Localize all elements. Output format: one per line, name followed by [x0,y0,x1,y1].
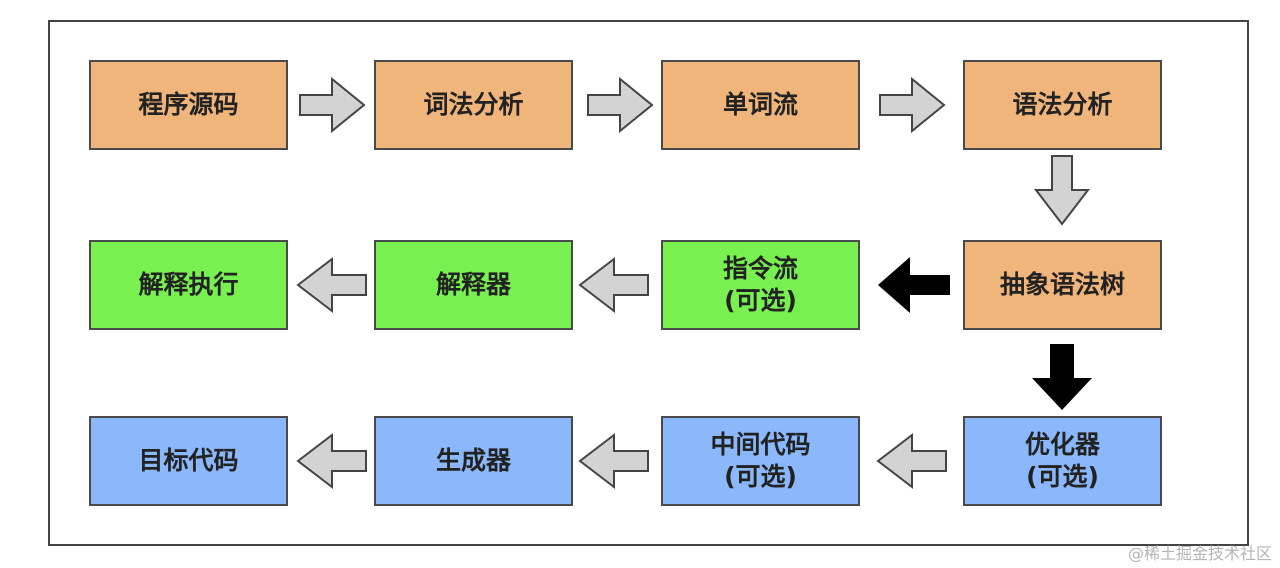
watermark: @稀土掘金技术社区 [1127,544,1272,563]
arrow-left-icon [296,255,368,315]
node-interpret-execute: 解释执行 [89,240,288,330]
node-label: 生成器 [435,445,511,475]
node-label: 目标代码 [138,445,239,475]
node-label: 单词流 [722,89,798,119]
arrow-down-black-icon [1030,342,1094,412]
node-label: 词法分析 [423,89,524,119]
arrow-left-icon [578,255,650,315]
node-lexical-analysis: 词法分析 [374,60,573,150]
arrow-left-icon [876,431,948,491]
node-syntax-analysis: 语法分析 [963,60,1162,150]
node-label: 解释执行 [138,269,239,299]
node-generator: 生成器 [374,416,573,506]
node-label: 优化器 [1024,429,1100,459]
node-sublabel: (可选) [1026,462,1099,491]
node-label: 解释器 [435,269,511,299]
node-intermediate-code: 中间代码 (可选) [661,416,860,506]
node-source-code: 程序源码 [89,60,288,150]
node-sublabel: (可选) [724,286,797,315]
node-optimizer: 优化器 (可选) [963,416,1162,506]
node-label: 程序源码 [138,89,239,119]
arrow-left-icon [578,431,650,491]
arrow-right-icon [298,75,366,135]
arrow-left-black-icon [876,255,952,315]
arrow-right-icon [586,75,654,135]
node-label: 抽象语法树 [999,269,1125,299]
node-ast: 抽象语法树 [963,240,1162,330]
node-label: 中间代码 [710,429,811,459]
node-label: 语法分析 [1012,89,1113,119]
node-interpreter: 解释器 [374,240,573,330]
node-token-stream: 单词流 [661,60,860,150]
arrow-left-icon [296,431,368,491]
node-instruction-stream: 指令流 (可选) [661,240,860,330]
arrow-right-icon [878,75,946,135]
node-sublabel: (可选) [724,462,797,491]
node-target-code: 目标代码 [89,416,288,506]
arrow-down-icon [1032,154,1092,226]
node-label: 指令流 [722,253,798,283]
